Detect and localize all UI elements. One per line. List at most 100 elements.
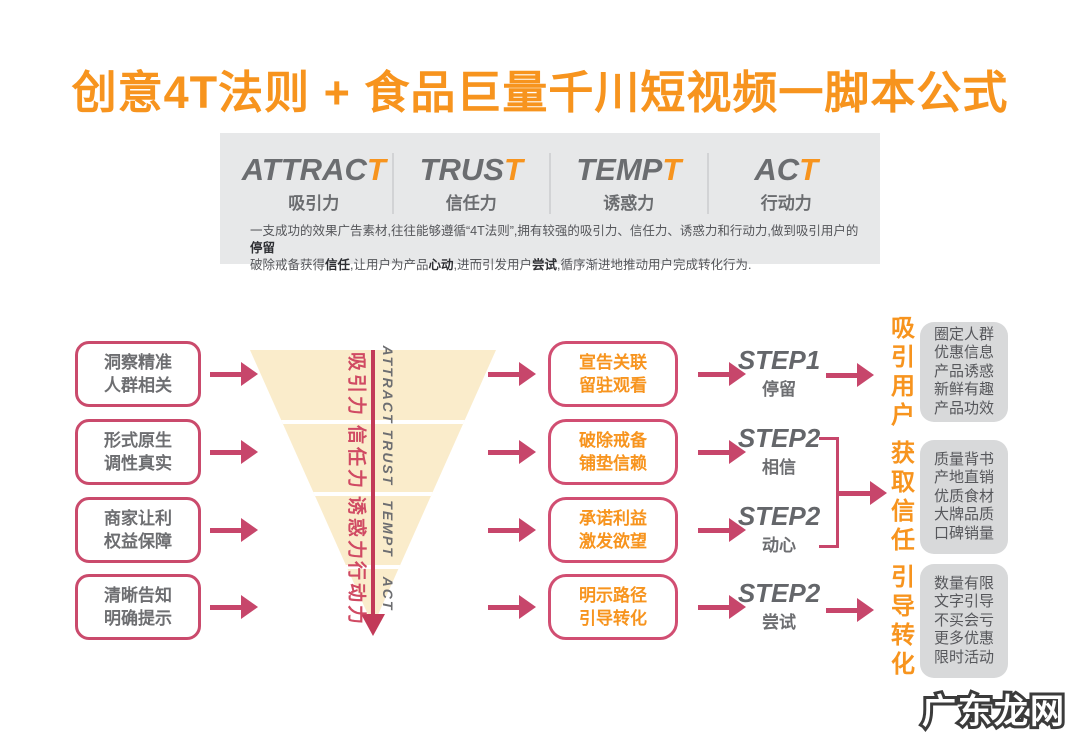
box-line: 激发欲望 — [579, 532, 647, 551]
outcome-point: 文字引导 — [933, 593, 994, 611]
bracket-bottom-nub — [819, 545, 839, 548]
box-line: 商家让利 — [104, 509, 172, 528]
legend-item-trust: TRUST 信任力 — [391, 152, 550, 214]
legend-item-act: ACT 行动力 — [706, 153, 865, 214]
legend-zh-word: 吸引力 — [288, 194, 340, 213]
legend-en-prefix: ATTRAC — [241, 152, 367, 187]
box-line: 权益保障 — [104, 532, 172, 551]
step-zh: 动心 — [762, 536, 796, 555]
box-line: 宣告关联 — [579, 353, 647, 372]
arrow-right-icon — [698, 440, 746, 464]
legend-en-prefix: TRUS — [419, 152, 504, 187]
mid-box-announce-watch: 宣告关联 留驻观看 — [548, 341, 678, 407]
funnel-label-zh: 吸引力 — [345, 351, 367, 419]
funnel-label-zh: 信任力 — [345, 424, 367, 492]
desc-text: ,循序渐进地推动用户完成转化行为. — [557, 258, 752, 272]
box-line: 承诺利益 — [579, 509, 647, 528]
desc-bold: 信任 — [325, 258, 351, 272]
box-line: 铺垫信赖 — [579, 454, 647, 473]
legend-description: 一支成功的效果广告素材,往往能够遵循“4T法则”,拥有较强的吸引力、信任力、诱惑… — [250, 223, 866, 274]
desc-bold: 停留 — [250, 241, 276, 255]
funnel-axis-line — [371, 350, 375, 616]
arrow-right-icon — [210, 362, 258, 386]
funnel-label-en: TRUST — [380, 429, 396, 487]
arrow-right-icon — [826, 598, 874, 622]
desc-text: 一支成功的效果广告素材,往往能够遵循“4T法则”,拥有较强的吸引力、信任力、诱惑… — [250, 224, 859, 238]
bracket-vertical-line — [836, 437, 839, 548]
legend-en-prefix: AC — [754, 152, 800, 187]
step-en: STEP2 — [737, 578, 821, 608]
funnel-label-zh: 行动力 — [345, 560, 367, 628]
box-line: 明示路径 — [579, 586, 647, 605]
arrow-right-icon — [488, 595, 536, 619]
outcome-point: 圈定人群 — [933, 325, 994, 343]
box-line: 引导转化 — [579, 609, 647, 628]
down-arrow-icon — [361, 614, 385, 636]
box-line: 破除戒备 — [579, 431, 647, 450]
outcome-point: 限时活动 — [933, 648, 994, 666]
outcome-point: 优质食材 — [933, 487, 994, 505]
outcome-point: 不买会亏 — [933, 611, 994, 629]
box-line: 明确提示 — [104, 609, 172, 628]
box-line: 洞察精准 — [104, 353, 172, 372]
funnel-label-zh: 诱惑力 — [345, 495, 367, 563]
left-box-insight: 洞察精准 人群相关 — [75, 341, 201, 407]
mid-box-promise-benefit: 承诺利益 激发欲望 — [548, 497, 678, 563]
left-box-merchant-benefit: 商家让利 权益保障 — [75, 497, 201, 563]
outcome-point: 数量有限 — [933, 574, 994, 592]
step-2-try: STEP2 尝试 — [736, 580, 822, 633]
desc-bold: 尝试 — [532, 258, 558, 272]
box-line: 清晰告知 — [104, 586, 172, 605]
legend-en-prefix: TEMP — [576, 152, 663, 187]
desc-text: ,让用户为产品 — [350, 258, 429, 272]
legend-en-word: ATTRACT — [236, 153, 392, 187]
funnel-label-en: ACT — [380, 576, 396, 612]
legend-en-suffix: T — [366, 152, 386, 187]
step-en: STEP2 — [737, 423, 821, 453]
watermark-text: 广东龙网 — [919, 690, 1067, 734]
step-2-desire: STEP2 动心 — [736, 503, 822, 556]
outcome-label-attract-users: 吸引用户 — [886, 315, 914, 431]
funnel-label-en: ATTRACT — [380, 345, 396, 425]
legend-zh-word: 诱惑力 — [603, 194, 655, 213]
desc-bold: 心动 — [428, 258, 454, 272]
legend-item-attract: ATTRACT 吸引力 — [236, 153, 392, 214]
step-zh: 停留 — [762, 380, 796, 399]
legend-zh-word: 信任力 — [445, 194, 497, 213]
legend-item-tempt: TEMPT 诱惑力 — [549, 153, 707, 214]
outcome-point: 质量背书 — [933, 450, 994, 468]
step-zh: 尝试 — [762, 613, 796, 632]
legend-en-word: TEMPT — [551, 153, 707, 187]
arrow-right-icon — [488, 518, 536, 542]
left-box-clear-notice: 清晰告知 明确提示 — [75, 574, 201, 640]
legend-en-suffix: T — [662, 152, 682, 187]
outcome-box-attract-users: 圈定人群 优惠信息 产品诱惑 新鲜有趣 产品功效 — [920, 322, 1008, 422]
mid-box-show-path: 明示路径 引导转化 — [548, 574, 678, 640]
desc-text: ,进而引发用户 — [453, 258, 533, 272]
arrow-right-icon — [826, 363, 874, 387]
step-en: STEP2 — [737, 501, 821, 531]
outcome-point: 产品诱惑 — [933, 362, 994, 380]
box-line: 调性真实 — [104, 454, 172, 473]
legend-en-suffix: T — [503, 152, 523, 187]
box-line: 形式原生 — [104, 431, 172, 450]
arrow-right-icon — [488, 440, 536, 464]
outcome-point: 口碑销量 — [933, 524, 994, 542]
outcome-point: 产地直销 — [933, 469, 994, 487]
step-2-believe: STEP2 相信 — [736, 425, 822, 478]
box-line: 留驻观看 — [579, 376, 647, 395]
outcome-label-gain-trust: 获取信任 — [886, 440, 914, 556]
outcome-box-gain-trust: 质量背书 产地直销 优质食材 大牌品质 口碑销量 — [920, 440, 1008, 554]
step-zh: 相信 — [762, 458, 796, 477]
left-box-native-form: 形式原生 调性真实 — [75, 419, 201, 485]
outcome-point: 更多优惠 — [933, 630, 994, 648]
step-en: STEP1 — [737, 345, 821, 375]
legend-en-word: ACT — [709, 153, 865, 187]
legend-zh-word: 行动力 — [760, 194, 812, 213]
arrow-right-icon — [210, 595, 258, 619]
page-title: 创意4T法则 + 食品巨量千川短视频一脚本公式 — [71, 67, 1009, 118]
arrow-right-icon — [698, 518, 746, 542]
legend-panel: ATTRACT 吸引力 TRUST 信任力 TEMPT 诱惑力 ACT 行动力 … — [220, 133, 880, 272]
outcome-point: 优惠信息 — [933, 344, 994, 362]
